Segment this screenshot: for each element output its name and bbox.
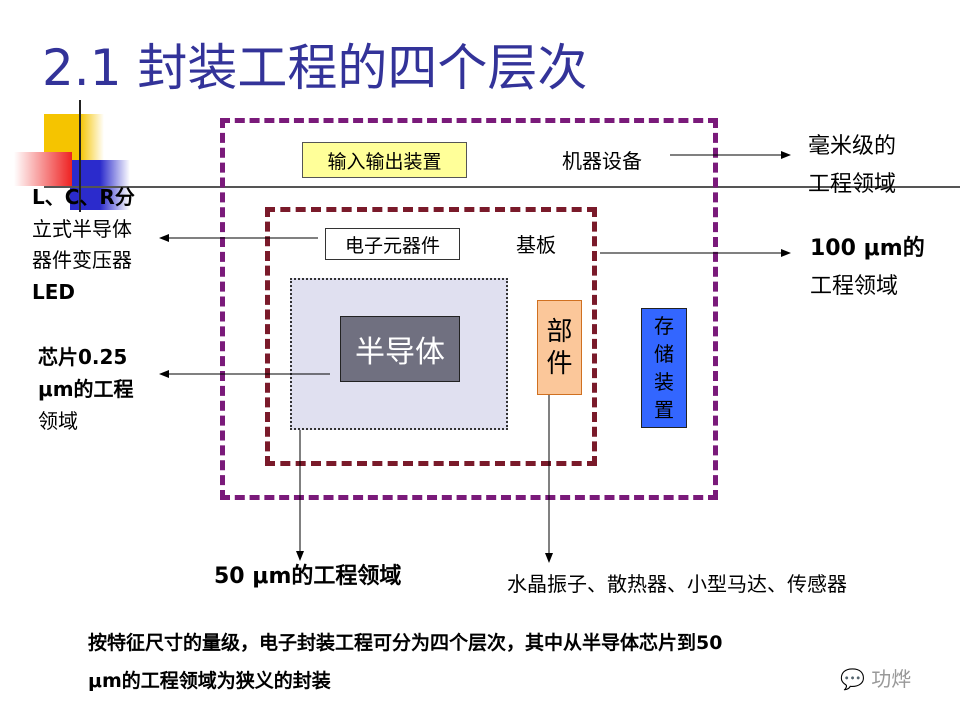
mm-domain-label-2: 工程领域 <box>808 172 897 197</box>
decor-vline <box>79 100 81 212</box>
io-device-box: 输入输出装置 <box>302 142 467 178</box>
inner-100um-boundary <box>265 207 597 466</box>
left-top-line-1: L、C、R分 <box>32 185 135 209</box>
machine-label: 机器设备 <box>562 149 642 173</box>
mm-domain-label-1: 毫米级的 <box>808 134 897 159</box>
part-box: 部件 <box>537 300 582 395</box>
footer-line-1: 按特征尺寸的量级，电子封装工程可分为四个层次，其中从半导体芯片到50 <box>88 632 723 654</box>
left-chip-line-2: μm的工程 <box>38 377 134 401</box>
components-box: 电子元器件 <box>325 228 460 260</box>
um100-label-2: 工程领域 <box>810 274 899 299</box>
storage-box: 存储装置 <box>641 308 687 428</box>
footer-line-2: μm的工程领域为狭义的封装 <box>88 670 331 692</box>
parts-list-label: 水晶振子、散热器、小型马达、传感器 <box>507 572 847 596</box>
decor-red-square <box>14 152 72 186</box>
watermark-text: 功烨 <box>871 667 912 691</box>
semiconductor-box: 半导体 <box>340 316 460 382</box>
left-chip-line-1: 芯片0.25 <box>38 345 128 369</box>
left-top-line-3: 器件变压器 <box>32 248 132 272</box>
decor-hline <box>44 186 960 188</box>
left-top-line-4: LED <box>32 280 76 304</box>
outer-mm-boundary <box>220 118 718 500</box>
watermark: 💬 功烨 <box>840 662 911 696</box>
substrate-label: 基板 <box>516 233 556 257</box>
left-chip-line-3: 领域 <box>38 409 78 433</box>
wechat-icon: 💬 <box>840 667 865 691</box>
um50-label: 50 μm的工程领域 <box>214 564 402 589</box>
slide-title: 2.1 封装工程的四个层次 <box>42 39 588 97</box>
um100-label-1: 100 μm的 <box>810 236 925 261</box>
left-top-line-2: 立式半导体 <box>32 217 132 241</box>
